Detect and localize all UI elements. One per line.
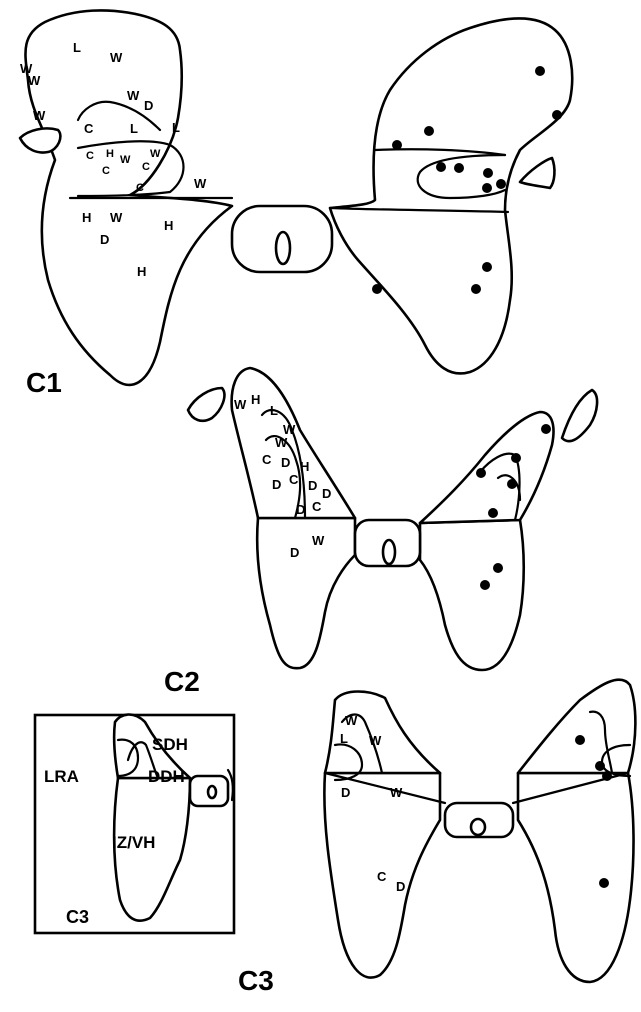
c2-mark: D [281, 455, 290, 470]
c1-mark: W [28, 73, 41, 88]
c2-mark: W [312, 533, 325, 548]
c3-label: C3 [238, 965, 274, 996]
c3-mark: W [390, 785, 403, 800]
c1-dot [552, 110, 562, 120]
c2-dorsal-left [232, 368, 355, 518]
c1-mark: D [144, 98, 153, 113]
c1-dot [482, 262, 492, 272]
c3-outline-right [518, 773, 634, 982]
c1-dot [424, 126, 434, 136]
c1-left-island [20, 128, 60, 152]
c3-dot [602, 771, 612, 781]
c1-right-island [520, 158, 554, 188]
c1-mark: C [102, 165, 110, 177]
c3-mark: W [369, 733, 382, 748]
c2-mark-d: D [290, 545, 299, 560]
c2-dot [480, 580, 490, 590]
c1-dot [392, 140, 402, 150]
section-c2: W H L W W C D H D C D D C D W D C2 [164, 368, 597, 697]
c1-dot [436, 162, 446, 172]
c1-mark: L [73, 40, 81, 55]
c1-mark: H [164, 218, 173, 233]
c1-mark: C [136, 182, 144, 194]
c2-dot [493, 563, 503, 573]
c2-mark: H [300, 459, 309, 474]
c1-label: C1 [26, 367, 62, 398]
c2-mark: D [322, 486, 331, 501]
c1-mark: C [84, 121, 94, 136]
c2-mark: C [262, 452, 272, 467]
c2-mark: D [296, 502, 305, 517]
c1-mark: W [194, 176, 207, 191]
inset-central-canal [208, 786, 216, 798]
c1-central-canal [276, 232, 290, 264]
c2-dorsal-right [420, 412, 554, 523]
c1-dot [483, 168, 493, 178]
c1-dot [496, 179, 506, 189]
c3-dot [599, 878, 609, 888]
c1-dot [471, 284, 481, 294]
inset-label-lra: LRA [44, 767, 79, 786]
inset-label-sdh: SDH [152, 735, 188, 754]
c3-mark: C [377, 869, 387, 884]
c2-dot [476, 468, 486, 478]
c2-dot [488, 508, 498, 518]
section-c3: W L W D W C D C3 [238, 680, 635, 996]
c2-mark: W [234, 397, 247, 412]
c2-central-canal [383, 540, 395, 564]
c2-label: C2 [164, 666, 200, 697]
c1-mark: L [172, 120, 180, 135]
c2-dot [541, 424, 551, 434]
c3-mark: D [396, 879, 405, 894]
c1-mark: L [130, 121, 138, 136]
c1-mark: W [110, 50, 123, 65]
c1-mark: H [106, 148, 114, 160]
c1-mark: H [137, 264, 146, 279]
c1-dot [535, 66, 545, 76]
c2-mark: L [270, 403, 278, 418]
c3-mark: W [345, 713, 358, 728]
c1-dot [454, 163, 464, 173]
c2-outline-left [257, 518, 355, 668]
inset-label-iz-vh: IZ/VH [112, 833, 155, 852]
c3-central-canal [471, 819, 485, 835]
c2-dot [507, 479, 517, 489]
c2-mark: D [308, 478, 317, 493]
c2-outline-right [420, 520, 524, 670]
c3-dorsal-right [518, 680, 635, 773]
c3-mark: D [341, 785, 350, 800]
c2-mark: D [272, 477, 281, 492]
c1-mark: C [142, 161, 150, 173]
c1-dot [482, 183, 492, 193]
inset-label-ddh: DDH [148, 767, 185, 786]
c1-mark: H [82, 210, 91, 225]
c1-mark: W [127, 88, 140, 103]
c1-mark: W [120, 154, 131, 166]
c2-left-island [188, 388, 224, 421]
c1-mark: W [110, 210, 123, 225]
c1-mark: W [33, 108, 46, 123]
inset-map: SDH LRA DDH IZ/VH C3 [35, 715, 234, 934]
c3-mark: L [340, 731, 348, 746]
c2-mark: H [251, 392, 260, 407]
c2-mark: C [312, 499, 322, 514]
c2-mark: C [289, 472, 299, 487]
c3-dot [595, 761, 605, 771]
c2-mark: W [275, 435, 288, 450]
c1-dot [372, 284, 382, 294]
c2-dot [511, 453, 521, 463]
c1-mark: D [100, 232, 109, 247]
c1-mark: C [86, 150, 94, 162]
c1-mark: W [150, 148, 161, 160]
inset-title: C3 [66, 907, 89, 927]
section-c1: W W L W W D L W C L C H W C W C C W H W … [20, 10, 572, 398]
c2-right-island [562, 390, 597, 441]
c3-dot [575, 735, 585, 745]
